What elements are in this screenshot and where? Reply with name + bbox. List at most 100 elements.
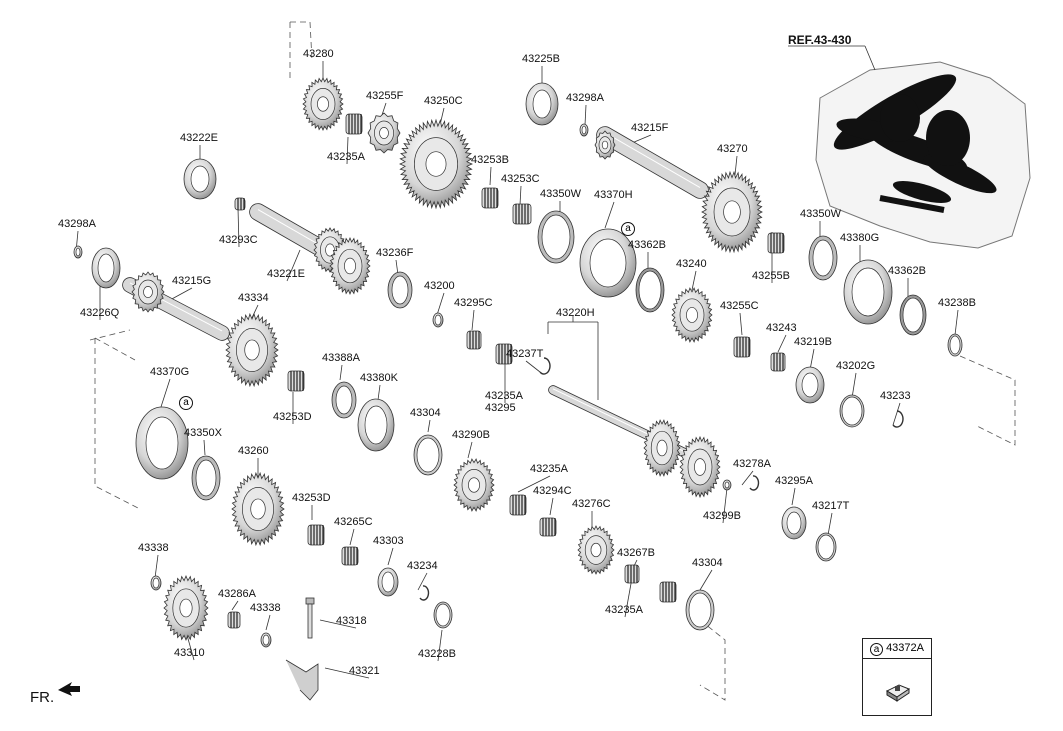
legend-header: a 43372A: [863, 639, 931, 659]
part-label-43253d: 43253D: [273, 411, 312, 423]
part-label-43318: 43318: [336, 615, 367, 627]
part-label-43299b: 43299B: [703, 510, 741, 522]
part-label-43221e: 43221E: [267, 268, 305, 280]
bearing-43295a: [781, 506, 807, 540]
part-label-43236f: 43236F: [376, 247, 414, 259]
transaxle-case-illustration: [788, 45, 1031, 249]
part-label-43253d: 43253D: [292, 492, 331, 504]
dashed-guide-lines: [89, 21, 1016, 701]
synchronizer-43370h: [579, 228, 637, 298]
clip-43278a: [749, 475, 760, 491]
legend-part-number: 43372A: [886, 642, 924, 654]
part-label-43228b: 43228B: [418, 648, 456, 660]
output-shaft-43215f: [596, 126, 709, 199]
part-label-43243: 43243: [766, 322, 797, 334]
blocker-ring-43236f: [387, 271, 413, 309]
needle-bearing-43293c: [234, 197, 246, 211]
part-label-43350x: 43350X: [184, 427, 222, 439]
gear-43220h-a: [643, 419, 681, 477]
part-label-43255f: 43255F: [366, 90, 404, 102]
part-label-43293c: 43293C: [219, 234, 258, 246]
pinion-43215g: [131, 271, 165, 313]
part-label-43290b: 43290B: [452, 429, 490, 441]
sleeve-43243: [770, 352, 786, 372]
part-label-43265c: 43265C: [334, 516, 373, 528]
gear-43280: [302, 77, 344, 131]
part-label-43225b: 43225B: [522, 53, 560, 65]
sleeve-43267b: [659, 581, 677, 603]
part-label-43217t: 43217T: [812, 500, 850, 512]
sleeve-43380g: [843, 259, 893, 325]
gear-43221e-b: [329, 236, 371, 296]
clip-43234: [419, 585, 430, 601]
bolt-43318: [305, 597, 315, 639]
part-label-43321: 43321: [349, 665, 380, 677]
needle-bearing-43235a-b: [495, 343, 513, 365]
part-label-43267b: 43267B: [617, 547, 655, 559]
gear-43220h-b: [679, 435, 721, 499]
clip-43237t: [539, 357, 551, 375]
synchronizer-43370g: [135, 406, 189, 480]
part-label-43304: 43304: [692, 557, 723, 569]
washer-43298a-b: [73, 245, 83, 259]
legend-marker: a: [870, 643, 883, 656]
part-label-43235a: 43235A: [485, 390, 523, 402]
part-label-43235a: 43235A: [605, 604, 643, 616]
gear-43310: [163, 574, 209, 642]
detent-43321: [285, 659, 319, 701]
washer-43299b: [722, 479, 732, 491]
needle-bearing-43255c: [733, 336, 751, 358]
part-label-43310: 43310: [174, 647, 205, 659]
part-label-43215f: 43215F: [631, 122, 669, 134]
part-label-43380k: 43380K: [360, 372, 398, 384]
bearing-43226q: [91, 247, 121, 289]
part-label-43215g: 43215G: [172, 275, 212, 287]
part-label-43298a: 43298A: [58, 218, 96, 230]
needle-bearing-43235a-d: [624, 564, 640, 584]
needle-bearing-43253d: [287, 370, 305, 392]
needle-bearing-43286a: [227, 611, 241, 629]
part-label-43235a: 43235A: [327, 151, 365, 163]
snap-ring-43362b: [635, 267, 665, 313]
part-label-43295a: 43295A: [775, 475, 813, 487]
part-label-43222e: 43222E: [180, 132, 218, 144]
washer-43338-b: [260, 632, 272, 648]
blocker-ring-43350w-b: [808, 235, 838, 281]
gear-43290b: [453, 458, 495, 512]
part-label-43370g: 43370G: [150, 366, 190, 378]
gear-43250c: [399, 118, 473, 210]
part-label-43286a: 43286A: [218, 588, 256, 600]
reference-label: REF.43-430: [788, 33, 852, 47]
needle-bearing-43253d-b: [307, 524, 325, 546]
blocker-ring-43388a: [331, 381, 357, 419]
clip-icon: [885, 684, 911, 702]
part-label-43295: 43295: [485, 402, 516, 414]
needle-bearing-43235a: [345, 113, 363, 135]
part-label-43294c: 43294C: [533, 485, 572, 497]
part-label-43255b: 43255B: [752, 270, 790, 282]
part-label-43350w: 43350W: [540, 188, 581, 200]
part-label-43235a: 43235A: [530, 463, 568, 475]
front-arrow-icon: [58, 682, 80, 696]
callout-a-marker: a: [179, 396, 193, 410]
part-label-43240: 43240: [676, 258, 707, 270]
needle-bearing-43255b: [767, 232, 785, 254]
ring-43202g: [839, 394, 865, 428]
gear-43276c: [577, 525, 615, 575]
part-illustrations: [73, 77, 963, 701]
sleeve-43265c: [341, 546, 359, 566]
needle-bearing-43235a-c: [509, 494, 527, 516]
part-label-43200: 43200: [424, 280, 455, 292]
part-label-43237t: 43237T: [506, 348, 544, 360]
part-label-43338: 43338: [250, 602, 281, 614]
sleeve-43380k: [357, 398, 395, 452]
spline-43255f: [367, 112, 401, 154]
part-label-43253b: 43253B: [471, 154, 509, 166]
part-label-43362b: 43362B: [888, 265, 926, 277]
part-label-43380g: 43380G: [840, 232, 880, 244]
part-label-43220h: 43220H: [556, 307, 595, 319]
blocker-ring-43350w: [537, 210, 575, 264]
part-label-43362b: 43362B: [628, 239, 666, 251]
